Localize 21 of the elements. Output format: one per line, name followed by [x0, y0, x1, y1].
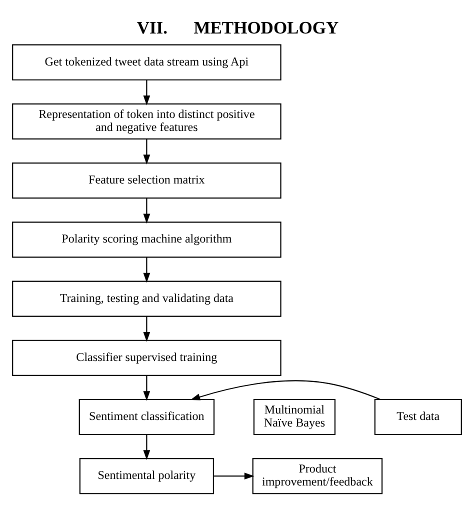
arrow	[143, 80, 150, 106]
node-box: Sentiment classification	[78, 398, 215, 436]
arrow	[143, 198, 150, 224]
node-box: Training, testing and validating data	[12, 280, 282, 317]
node-box: Product improvement/feedback	[252, 458, 383, 494]
node-box: Representation of token into distinct positive and negative features	[12, 103, 282, 140]
arrow	[143, 375, 150, 401]
arrow	[143, 434, 150, 460]
node-box: Get tokenized tweet data stream using Api	[12, 44, 282, 80]
node-box: Feature selection matrix	[12, 162, 282, 199]
node-box: Test data	[374, 398, 462, 436]
arrow	[143, 257, 150, 283]
node-box: Polarity scoring machine algorithm	[12, 222, 282, 258]
node-box: Sentimental polarity	[79, 458, 214, 494]
arrow	[214, 472, 254, 480]
arrow	[143, 139, 150, 164]
node-box: Classifier supervised training	[12, 340, 282, 376]
arrow	[190, 380, 380, 400]
arrow	[143, 316, 150, 342]
diagram-title: VII. METHODOLOGY	[136, 18, 339, 38]
node-box: Multinomial Naïve Bayes	[253, 398, 336, 436]
